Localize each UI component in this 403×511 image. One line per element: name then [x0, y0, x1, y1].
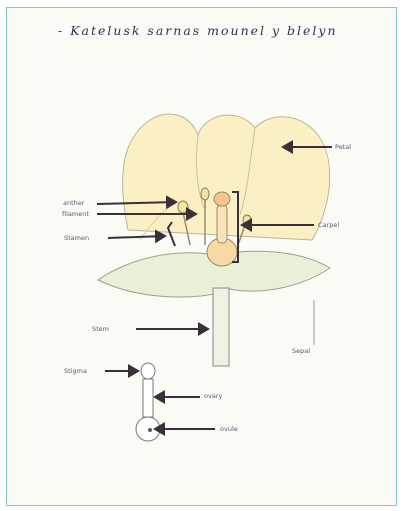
label-stamen: Stamen	[64, 234, 89, 242]
label-filament: filament	[62, 210, 89, 218]
label-stigma: Stigma	[64, 367, 87, 375]
label-ovule: ovule	[220, 425, 238, 433]
arrow-stamen	[108, 236, 165, 238]
label-anther: anther	[63, 199, 84, 207]
label-sepal: Sepal	[292, 347, 310, 355]
label-carpel: Carpel	[318, 221, 339, 229]
label-stem: Stem	[92, 325, 109, 333]
label-ovary: ovary	[204, 392, 222, 400]
label-petal: Petal	[335, 143, 351, 151]
stem	[213, 288, 229, 366]
